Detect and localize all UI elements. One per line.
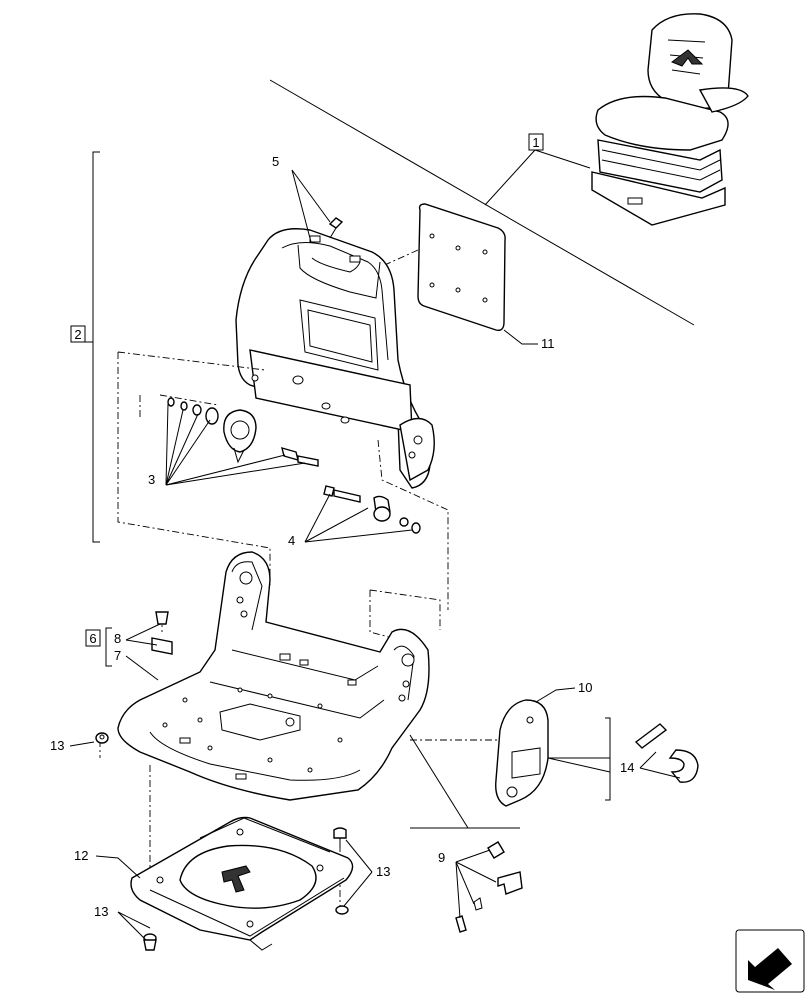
callout-10-label: 10 <box>578 680 592 695</box>
callout-8-label: 8 <box>114 631 121 646</box>
nut-part-13-left <box>95 732 109 744</box>
callout-4-label: 4 <box>288 533 295 548</box>
group-brackets <box>85 151 112 667</box>
screw-part-5 <box>328 217 344 239</box>
bolt-hardware-part-4 <box>323 485 421 534</box>
callout-6-label: 6 <box>89 631 96 646</box>
complete-seat-thumbnail <box>591 13 749 226</box>
assembly-divider-lines <box>269 79 695 326</box>
callout-12-label: 12 <box>74 848 88 863</box>
callout-13-left-label: 13 <box>50 738 64 753</box>
callout-2-label: 2 <box>74 327 81 342</box>
callout-7-label: 7 <box>114 648 121 663</box>
leader-lines <box>69 169 681 941</box>
backrest-frame <box>235 228 435 489</box>
handle-part-14 <box>634 723 699 783</box>
lever-kit-part-9 <box>455 841 523 933</box>
callout-13-bottom-label: 13 <box>94 904 108 919</box>
bolt-part-13-right <box>333 827 349 915</box>
callout-5-label: 5 <box>272 154 279 169</box>
callout-1-label: 1 <box>532 135 539 150</box>
arrow-icon[interactable] <box>735 929 805 993</box>
latch-part-8 <box>151 611 173 655</box>
callout-2: 2 <box>70 325 86 343</box>
callout-1: 1 <box>528 133 544 151</box>
callout-3-label: 3 <box>148 472 155 487</box>
callout-11-label: 11 <box>541 336 555 351</box>
callout-14-label: 14 <box>620 760 634 775</box>
side-cover-part-10 <box>495 699 549 807</box>
bolt-part-13-bottom <box>143 933 157 951</box>
callout-6: 6 <box>85 629 101 647</box>
pad-part-11 <box>417 203 506 332</box>
swivel-plate-part-12 <box>130 816 354 951</box>
callout-9-label: 9 <box>438 850 445 865</box>
recliner-hardware-part-3 <box>167 397 319 467</box>
seat-frame <box>117 551 430 801</box>
callout-13-right-label: 13 <box>376 864 390 879</box>
